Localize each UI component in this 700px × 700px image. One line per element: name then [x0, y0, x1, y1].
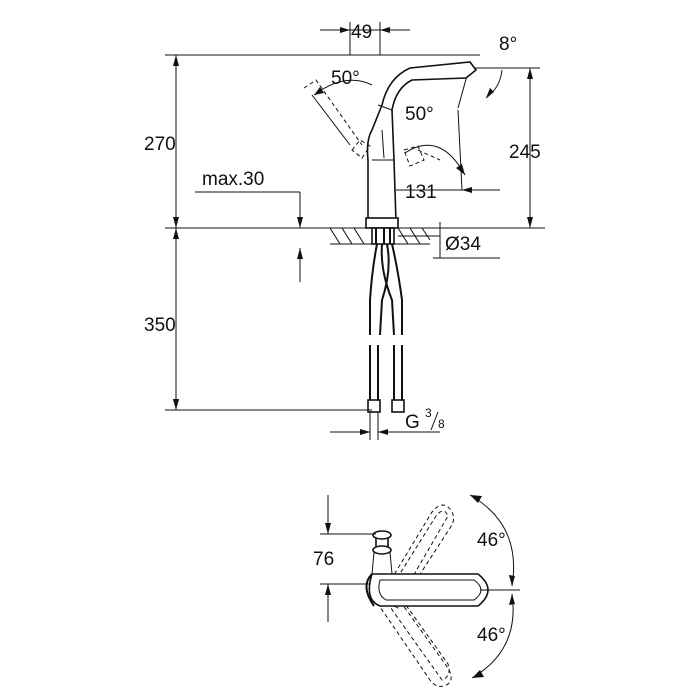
label-270: 270: [144, 134, 176, 155]
dim-hole-diameter: Ø34: [398, 222, 500, 259]
label-thread-g: G: [405, 412, 420, 433]
dim-hose-length: 350: [144, 228, 372, 411]
dim-swivel: 46° 46°: [469, 494, 520, 679]
faucet-body: [303, 61, 478, 229]
label-50-upper: 50°: [331, 68, 360, 89]
label-thread-den: 8: [438, 417, 445, 431]
lever-main: [365, 573, 489, 607]
dim-angle-lower: 50°: [404, 104, 466, 176]
dim-angle-upper: 50°: [311, 68, 373, 146]
label-max30: max.30: [202, 169, 264, 190]
label-350: 350: [144, 315, 176, 336]
dim-spout-height: 245: [490, 67, 541, 228]
lever-ghost-lower: [377, 589, 452, 687]
label-46-lower: 46°: [477, 625, 506, 646]
dim-total-height: 270: [144, 55, 179, 228]
countertop: [165, 227, 545, 245]
dim-spout-offset: 49: [320, 22, 410, 55]
label-49: 49: [351, 22, 372, 43]
side-view: 49 8° 50° 50°: [144, 22, 545, 440]
lever-ghost-upper: [379, 504, 455, 609]
label-8-deg: 8°: [499, 34, 517, 55]
label-131: 131: [405, 182, 437, 203]
top-view: 76 46° 46°: [313, 494, 520, 687]
label-diameter-34: Ø34: [445, 234, 481, 255]
dim-thread: G 3 8: [330, 406, 445, 440]
dim-depth: 76: [313, 495, 376, 622]
dim-reach: 131: [396, 109, 500, 203]
dim-max-thickness: max.30: [195, 169, 303, 282]
label-50-lower: 50°: [405, 104, 434, 125]
label-76: 76: [313, 549, 334, 570]
label-thread-num: 3: [425, 406, 432, 420]
supply-hoses: [367, 243, 405, 413]
label-245: 245: [509, 142, 541, 163]
label-46-upper: 46°: [477, 530, 506, 551]
spout-top: [371, 530, 393, 575]
